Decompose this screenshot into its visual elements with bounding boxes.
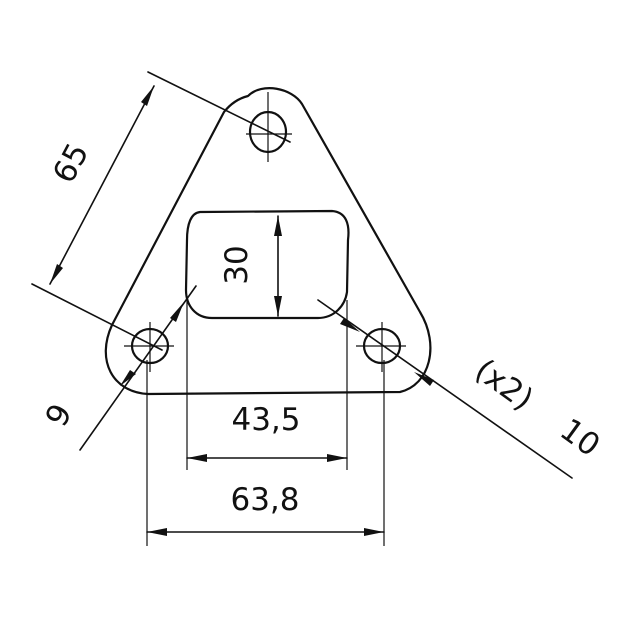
label-65: 65 [46, 137, 96, 189]
dimension-43-5 [186, 300, 348, 470]
dimension-30 [274, 215, 282, 317]
label-30: 30 [219, 245, 255, 284]
label-43-5: 43,5 [231, 402, 300, 438]
center-port [184, 209, 350, 320]
bolt-hole-right [356, 322, 406, 372]
dimension-9-leader [79, 285, 197, 451]
label-63-8: 63,8 [230, 482, 299, 518]
dimension-65 [31, 71, 291, 351]
label-9: 9 [39, 398, 80, 432]
dimension-63-8 [146, 360, 385, 546]
bolt-hole-top [246, 92, 292, 162]
dimension-10-leader [317, 299, 573, 479]
label-10: 10 [553, 412, 606, 464]
label-x2: (x2) [468, 352, 540, 418]
bolt-hole-left [124, 322, 174, 372]
